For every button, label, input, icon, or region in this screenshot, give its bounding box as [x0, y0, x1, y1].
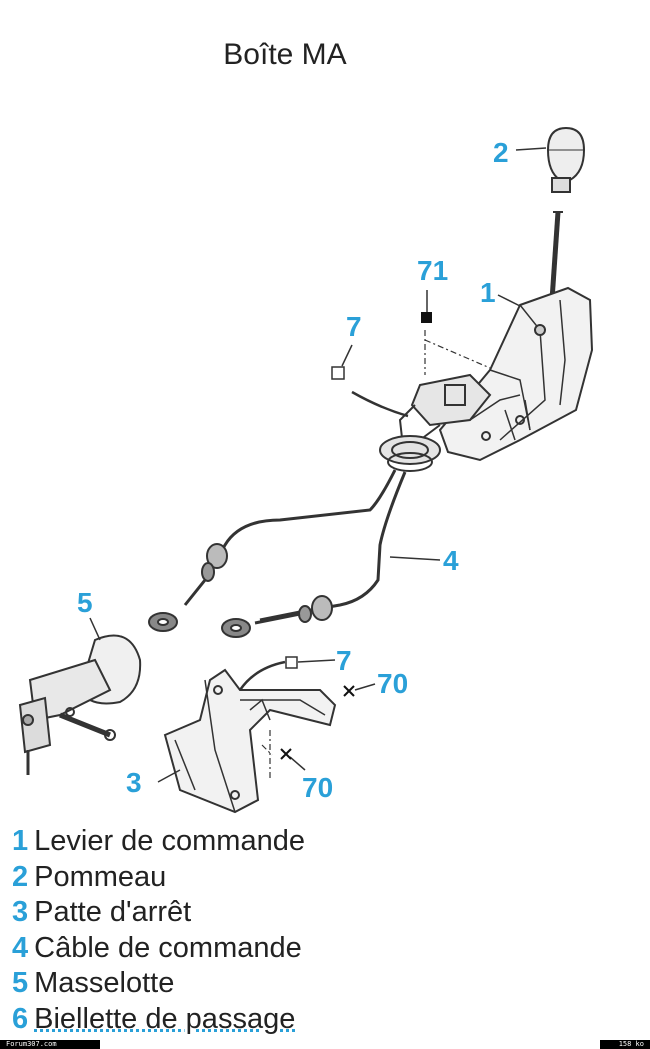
marker-cross-upper	[343, 685, 355, 697]
callout-5: 5	[77, 587, 93, 618]
alignment-lines	[261, 330, 491, 780]
legend-label: Câble de commande	[34, 931, 302, 964]
marker-filled-square	[421, 312, 432, 323]
grommet-part	[379, 435, 441, 472]
masselotte-part	[18, 634, 142, 775]
legend-number: 6	[12, 1002, 29, 1035]
knob-part	[546, 126, 586, 193]
clip-wire-upper	[351, 390, 409, 418]
callout-2: 2	[493, 137, 509, 168]
gearshift-exploded-diagram: 2 71 1 7 4 5 7 70 3 70	[18, 126, 594, 814]
legend-label: Levier de commande	[34, 825, 305, 857]
callout-70-upper: 70	[377, 668, 408, 699]
lever-housing-part	[398, 286, 594, 462]
legend-number: 4	[12, 931, 29, 964]
footer-site-label: Forum307.com	[0, 1040, 100, 1049]
callout-70-lower: 70	[302, 772, 333, 803]
marker-open-square-lower	[285, 656, 298, 669]
footer-size-label: 158 ko	[600, 1040, 650, 1049]
legend-number: 2	[12, 860, 29, 893]
callout-7-lower: 7	[336, 645, 352, 676]
legend-label: Pommeau	[34, 860, 167, 893]
callout-3: 3	[126, 767, 142, 798]
control-cables	[148, 469, 407, 638]
callout-7-upper: 7	[346, 311, 362, 342]
legend-label: Masselotte	[34, 967, 175, 999]
clip-wire-lower	[238, 660, 286, 691]
diagram-title: Boîte MA	[223, 38, 347, 71]
lever-shaft	[549, 211, 561, 301]
legend-number: 1	[12, 825, 29, 857]
leader-lines	[89, 147, 547, 783]
legend-number: 5	[12, 967, 29, 999]
legend-label: Patte d'arrêt	[34, 896, 192, 928]
marker-open-square-upper	[331, 366, 345, 380]
callout-4: 4	[443, 545, 459, 576]
legend-label: Biellette de passage	[34, 1002, 296, 1035]
patte-arret-part	[163, 668, 337, 814]
callout-1: 1	[480, 277, 496, 308]
legend-number: 3	[12, 896, 29, 928]
callout-71: 71	[417, 255, 448, 286]
marker-cross-lower	[280, 748, 292, 760]
